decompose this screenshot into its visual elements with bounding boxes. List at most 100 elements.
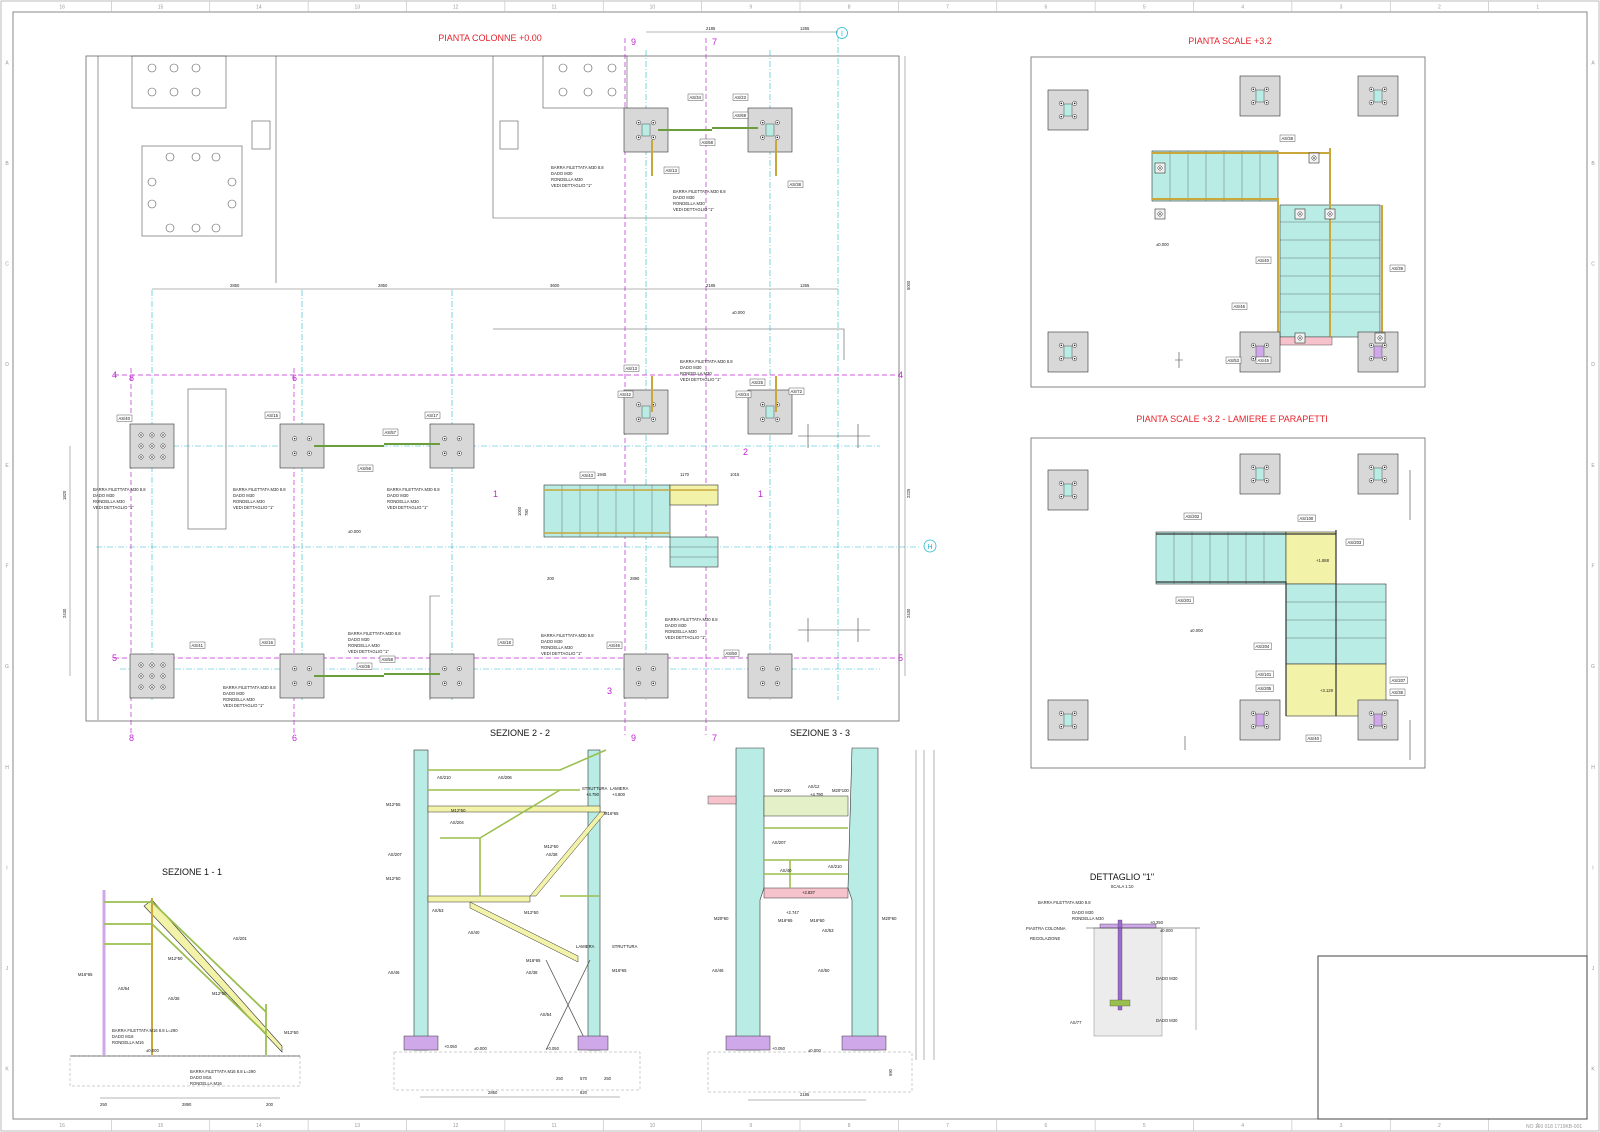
plan-plates-title: PIANTA SCALE +3.2 - LAMIERE E PARAPETTI [1136, 414, 1327, 424]
member-tag-text: AS/38 [1282, 136, 1294, 141]
base-plate [1047, 469, 1089, 511]
member-tag-text: AS/41 [192, 643, 204, 648]
member-tag-box [732, 93, 749, 101]
border-letter: H [1591, 765, 1595, 771]
s2-tag-207: AS/207 [388, 852, 402, 857]
plan-bracing [314, 127, 758, 677]
s2-struttura: STRUTTURA [582, 786, 608, 791]
column-section [765, 405, 775, 419]
member-tag-text: AS/101 [1258, 672, 1272, 677]
anchor-note-c-1: BARRA FILETTATA M30 8.8 [387, 487, 440, 492]
anchor-bolt-core [1383, 725, 1386, 728]
s3-tag-207: AS/207 [772, 840, 786, 845]
s2-dim-2850: 2850 [488, 1090, 498, 1095]
anchor-note-e-4: VEDI DETTAGLIO "1" [673, 207, 714, 212]
anchor-note-a-3: RONDELLA M30 [93, 499, 125, 504]
dim-1015: 1015 [730, 472, 740, 477]
axis-6-bottom: 6 [292, 733, 297, 743]
section-3-title: SEZIONE 3 - 3 [790, 728, 850, 738]
axis-4-left: 4 [112, 370, 117, 380]
detail-1-scale: SCALA 1:10 [1111, 884, 1134, 889]
member-tag-text: AS/68 [702, 140, 714, 145]
column-section [1063, 103, 1073, 117]
column-section [641, 405, 651, 419]
detail-elev-250: +0.250 [1150, 920, 1164, 925]
s3-bolt-m20-b: M20*60 [882, 916, 897, 921]
anchor-note-i-1: BARRA FILETTATA M30 8.8 [665, 617, 718, 622]
detail-1: DETTAGLIO "1" SCALA 1:10 BARRA FILETTATA… [1026, 872, 1200, 1037]
elev-stairs: ±0.000 [1156, 242, 1169, 247]
axis-9-bottom: 9 [631, 733, 636, 743]
s2-tag-46: AS/46 [388, 970, 400, 975]
member-tag-box [1175, 596, 1194, 604]
column-section [1255, 345, 1265, 359]
anchor-bolt-core [1060, 115, 1063, 118]
member-tag-box [1305, 734, 1322, 742]
base-plate [279, 653, 325, 699]
base-plate [623, 653, 669, 699]
dim-780: 780 [524, 508, 529, 516]
border-letter: F [1591, 564, 1594, 570]
column-section [1255, 89, 1265, 103]
anchor-bolt-core [1073, 725, 1076, 728]
s2-dim-250: 250 [556, 1076, 564, 1081]
anchor-bolt-core [293, 437, 296, 440]
s3-tag-40: AS/40 [780, 868, 792, 873]
member-tag: AS/41 [189, 641, 206, 649]
anchor-bolt-core [308, 682, 311, 685]
anchor-note-j: BARRA FILETTATA M30 8.8 DADO M30 RONDELL… [223, 685, 276, 708]
border-number: 14 [256, 5, 262, 11]
border-number: 4 [1241, 5, 1244, 11]
column-section [641, 123, 651, 137]
member-tag: AS/25 [749, 378, 766, 386]
s3-elev-050: +0.050 [772, 1046, 786, 1051]
anchor-bolt-core [776, 682, 779, 685]
anchor-note-d-1: BARRA FILETTATA M30 8.8 [551, 165, 604, 170]
s1-m16-note-2: DADO M16 [112, 1034, 134, 1039]
dim-right-5000: 5000 [906, 280, 911, 290]
dim-left-2430: 2430 [62, 608, 67, 618]
member-tag-box [357, 464, 374, 472]
elev-plan-2: ±0.000 [732, 310, 745, 315]
member-tag-box [1253, 642, 1272, 650]
member-tag-text: AS/34 [690, 95, 702, 100]
s2-dim-250b: 250 [604, 1076, 612, 1081]
anchor-bolt-core [776, 136, 779, 139]
member-tag-box [663, 166, 680, 174]
s1-tag-36: AS/36 [168, 996, 180, 1001]
axis-1-left: 1 [493, 489, 498, 499]
anchor-bolt-core [1060, 344, 1063, 347]
base-plate [747, 107, 793, 153]
member-tag: AS/24 [735, 390, 752, 398]
member-tag: AS/50 [723, 649, 740, 657]
anchor-bolt-core [637, 682, 640, 685]
s2-tag-40: AS/40 [468, 930, 480, 935]
s2-bolt-m12-50-b: M12*50 [386, 876, 401, 881]
plates-base-plates [1047, 453, 1399, 741]
section-1-drawing [69, 890, 301, 1087]
anchor-note-e-2: DADO M30 [673, 195, 695, 200]
anchor-bolt-core [1252, 344, 1255, 347]
anchor-bolt-core [1060, 712, 1063, 715]
s1-m16-note-6: RONDELLA M16 [190, 1081, 222, 1086]
title-block [1317, 955, 1588, 1120]
base-plates [129, 107, 793, 699]
anchor-bolt-core [1370, 479, 1373, 482]
anchor-bolt-core [140, 434, 142, 436]
anchor-bolt-core [1370, 101, 1373, 104]
anchor-bolt-core [1265, 344, 1268, 347]
grid-circle-h-label: H [927, 544, 932, 551]
axis-1-right: 1 [758, 489, 763, 499]
anchor-bolt-core [1073, 482, 1076, 485]
anchor-bolt-core [1383, 88, 1386, 91]
s3-tag-39: AS/210 [828, 864, 842, 869]
anchor-note-h-1: BARRA FILETTATA M30 8.8 [541, 633, 594, 638]
member-tag-text: AS/201 [1178, 598, 1192, 603]
anchor-bolt-core [637, 418, 640, 421]
anchor-bolt-core [140, 686, 142, 688]
s3-tag-53: AS/53 [822, 928, 834, 933]
s2-bolt-m16-65c: M16*65 [604, 811, 619, 816]
anchor-bolt-core [1370, 88, 1373, 91]
railings-side [1184, 470, 1411, 760]
